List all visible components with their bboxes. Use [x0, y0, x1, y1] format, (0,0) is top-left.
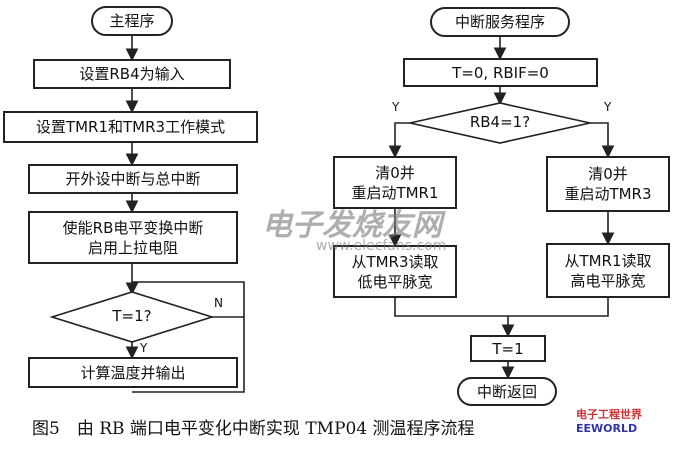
isr-right-label: Y	[604, 100, 612, 114]
main-start-terminal: 主程序	[91, 6, 173, 36]
main-decision-label: T=1?	[112, 307, 152, 325]
eeworld-logo: 电子工程世界 EEWORLD	[576, 408, 676, 438]
isr-return-terminal: 中断返回	[457, 377, 557, 406]
main-decision-shape	[49, 291, 215, 343]
merge-line	[394, 297, 609, 317]
isr-init: T=0, RBIF=0	[403, 58, 598, 87]
isr-left-label: Y	[392, 100, 400, 114]
yes-label: Y	[140, 341, 148, 355]
yes-branch	[388, 122, 410, 159]
logo-line-2: EEWORLD	[576, 422, 638, 435]
loop-back	[132, 281, 245, 317]
figure-caption: 图5 由 RB 端口电平变化中断实现 TMP04 测温程序流程	[32, 419, 475, 439]
step-set-timer-modes: 设置TMR1和TMR3工作模式	[3, 111, 258, 143]
logo-line-1: 电子工程世界	[576, 408, 642, 421]
isr-decision-shape	[409, 102, 591, 144]
step-set-rb4-input: 设置RB4为输入	[33, 59, 231, 89]
no-branch-loop	[132, 316, 245, 393]
isr-restart-tmr1: 清0并 重启动TMR1	[333, 156, 457, 209]
isr-set-t: T=1	[470, 335, 546, 362]
right-branch	[590, 122, 615, 159]
isr-read-tmr3: 从TMR3读取 低电平脉宽	[333, 245, 457, 298]
step-enable-rb-change: 使能RB电平变换中断 启用上拉电阻	[28, 211, 238, 264]
no-label: N	[214, 296, 223, 310]
step-compute-output: 计算温度并输出	[28, 357, 238, 388]
isr-decision-label: RB4=1?	[469, 113, 531, 131]
isr-read-tmr1: 从TMR1读取 高电平脉宽	[546, 243, 670, 298]
isr-restart-tmr3: 清0并 重启动TMR3	[546, 156, 670, 212]
isr-start-terminal: 中断服务程序	[430, 7, 570, 37]
step-enable-interrupts: 开外设中断与总中断	[28, 164, 238, 194]
